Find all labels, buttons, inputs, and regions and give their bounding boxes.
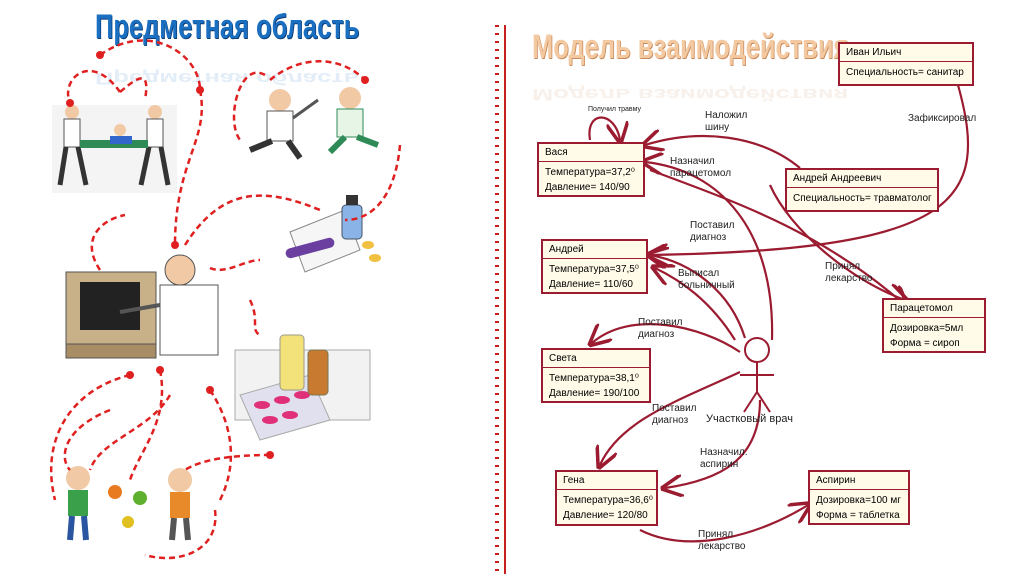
object-gena: Гена Температура=36,6⁰ Давление= 120/80 [555,470,658,526]
label-sick-leave: Выписал больничный [678,268,735,291]
object-attribute: Температура=37,2⁰ [545,167,635,178]
link-prescribed-paracetamol [645,162,774,341]
link-diagnosis-andrey [650,255,747,339]
chase-illustration [248,87,380,160]
stretcher-carriers-illustration [52,105,177,193]
object-andrey-andreevich: Андрей Андреевич Специальность= травмато… [785,168,939,212]
link-sick-leave [655,268,736,341]
object-sveta: Света Температура=38,1⁰ Давление= 190/10… [541,348,651,403]
object-attribute: Давление= 140/90 [545,182,630,193]
label-recorded: Зафиксировал [908,113,977,124]
label-diagnosis-gena: Поставил диагноз [652,403,697,426]
label-got-injury: Получил травму [588,106,641,113]
link-splint [645,136,801,169]
object-name: Света [543,350,649,368]
label-diagnosis-andrey: Поставил диагноз [690,220,735,243]
link-diagnosis-sveta [592,323,741,353]
object-attribute: Температура=36,6⁰ [563,495,653,506]
link-took-medicine [649,168,905,305]
label-diagnosis-sveta: Поставил диагноз [638,317,683,340]
object-andrey: Андрей Температура=37,5⁰ Давление= 110/6… [541,239,648,294]
object-attribute: Давление= 120/80 [563,510,648,521]
object-name: Андрей Андреевич [787,170,937,188]
doctor-computer-illustration [65,254,219,359]
link-diagnosis-gena [600,371,741,465]
object-ivan-ilyich: Иван Ильич Специальность= санитар [838,42,974,86]
object-attribute: Давление= 110/60 [549,279,633,290]
link-got-injury [588,116,620,141]
label-took-medicine: Принял лекарство [825,261,873,284]
object-name: Вася [539,144,643,162]
object-name: Аспирин [810,472,908,490]
object-attribute: Форма = таблетка [816,510,900,521]
label-splint: Наложил шину [705,110,748,133]
sick-children-illustration [66,466,192,541]
object-vasya: Вася Температура=37,2⁰ Давление= 140/90 [537,142,645,197]
subject-area-dashed-arrows [50,39,402,560]
interaction-model-title: Модель взаимодействия [532,28,849,66]
object-paracetamol: Парацетомол Дозировка=5мл Форма = сироп [882,298,986,353]
object-name: Андрей [543,241,646,259]
pills-illustration [234,334,371,441]
divider-line [495,25,506,574]
object-attribute: Температура=37,5⁰ [549,264,639,275]
object-attribute: Специальность= санитар [846,67,964,78]
object-attribute: Дозировка=100 мг [816,495,901,506]
label-took-medicine-gena: Принял лекарство [698,529,746,552]
label-prescribed-paracetamol: Назначил парацетомол [670,156,732,179]
object-attribute: Давление= 190/100 [549,388,640,399]
object-attribute: Специальность= травматолог [793,193,932,204]
doctor-actor-icon [740,337,774,413]
object-aspirin: Аспирин Дозировка=100 мг Форма = таблетк… [808,470,910,525]
link-prescribed-aspirin [665,399,762,488]
subject-area-dots [66,51,369,459]
object-attribute: Температура=38,1⁰ [549,373,639,384]
documents-illustration [285,195,381,273]
actor-name: Участковый врач [706,413,793,425]
object-attribute: Дозировка=5мл [890,323,964,334]
object-name: Парацетомол [884,300,984,318]
label-prescribed-aspirin: Назначил. аспирин [700,447,748,470]
object-name: Иван Ильич [840,44,972,62]
object-name: Гена [557,472,656,490]
object-attribute: Форма = сироп [890,338,960,349]
link-took-medicine-gena [639,505,808,543]
